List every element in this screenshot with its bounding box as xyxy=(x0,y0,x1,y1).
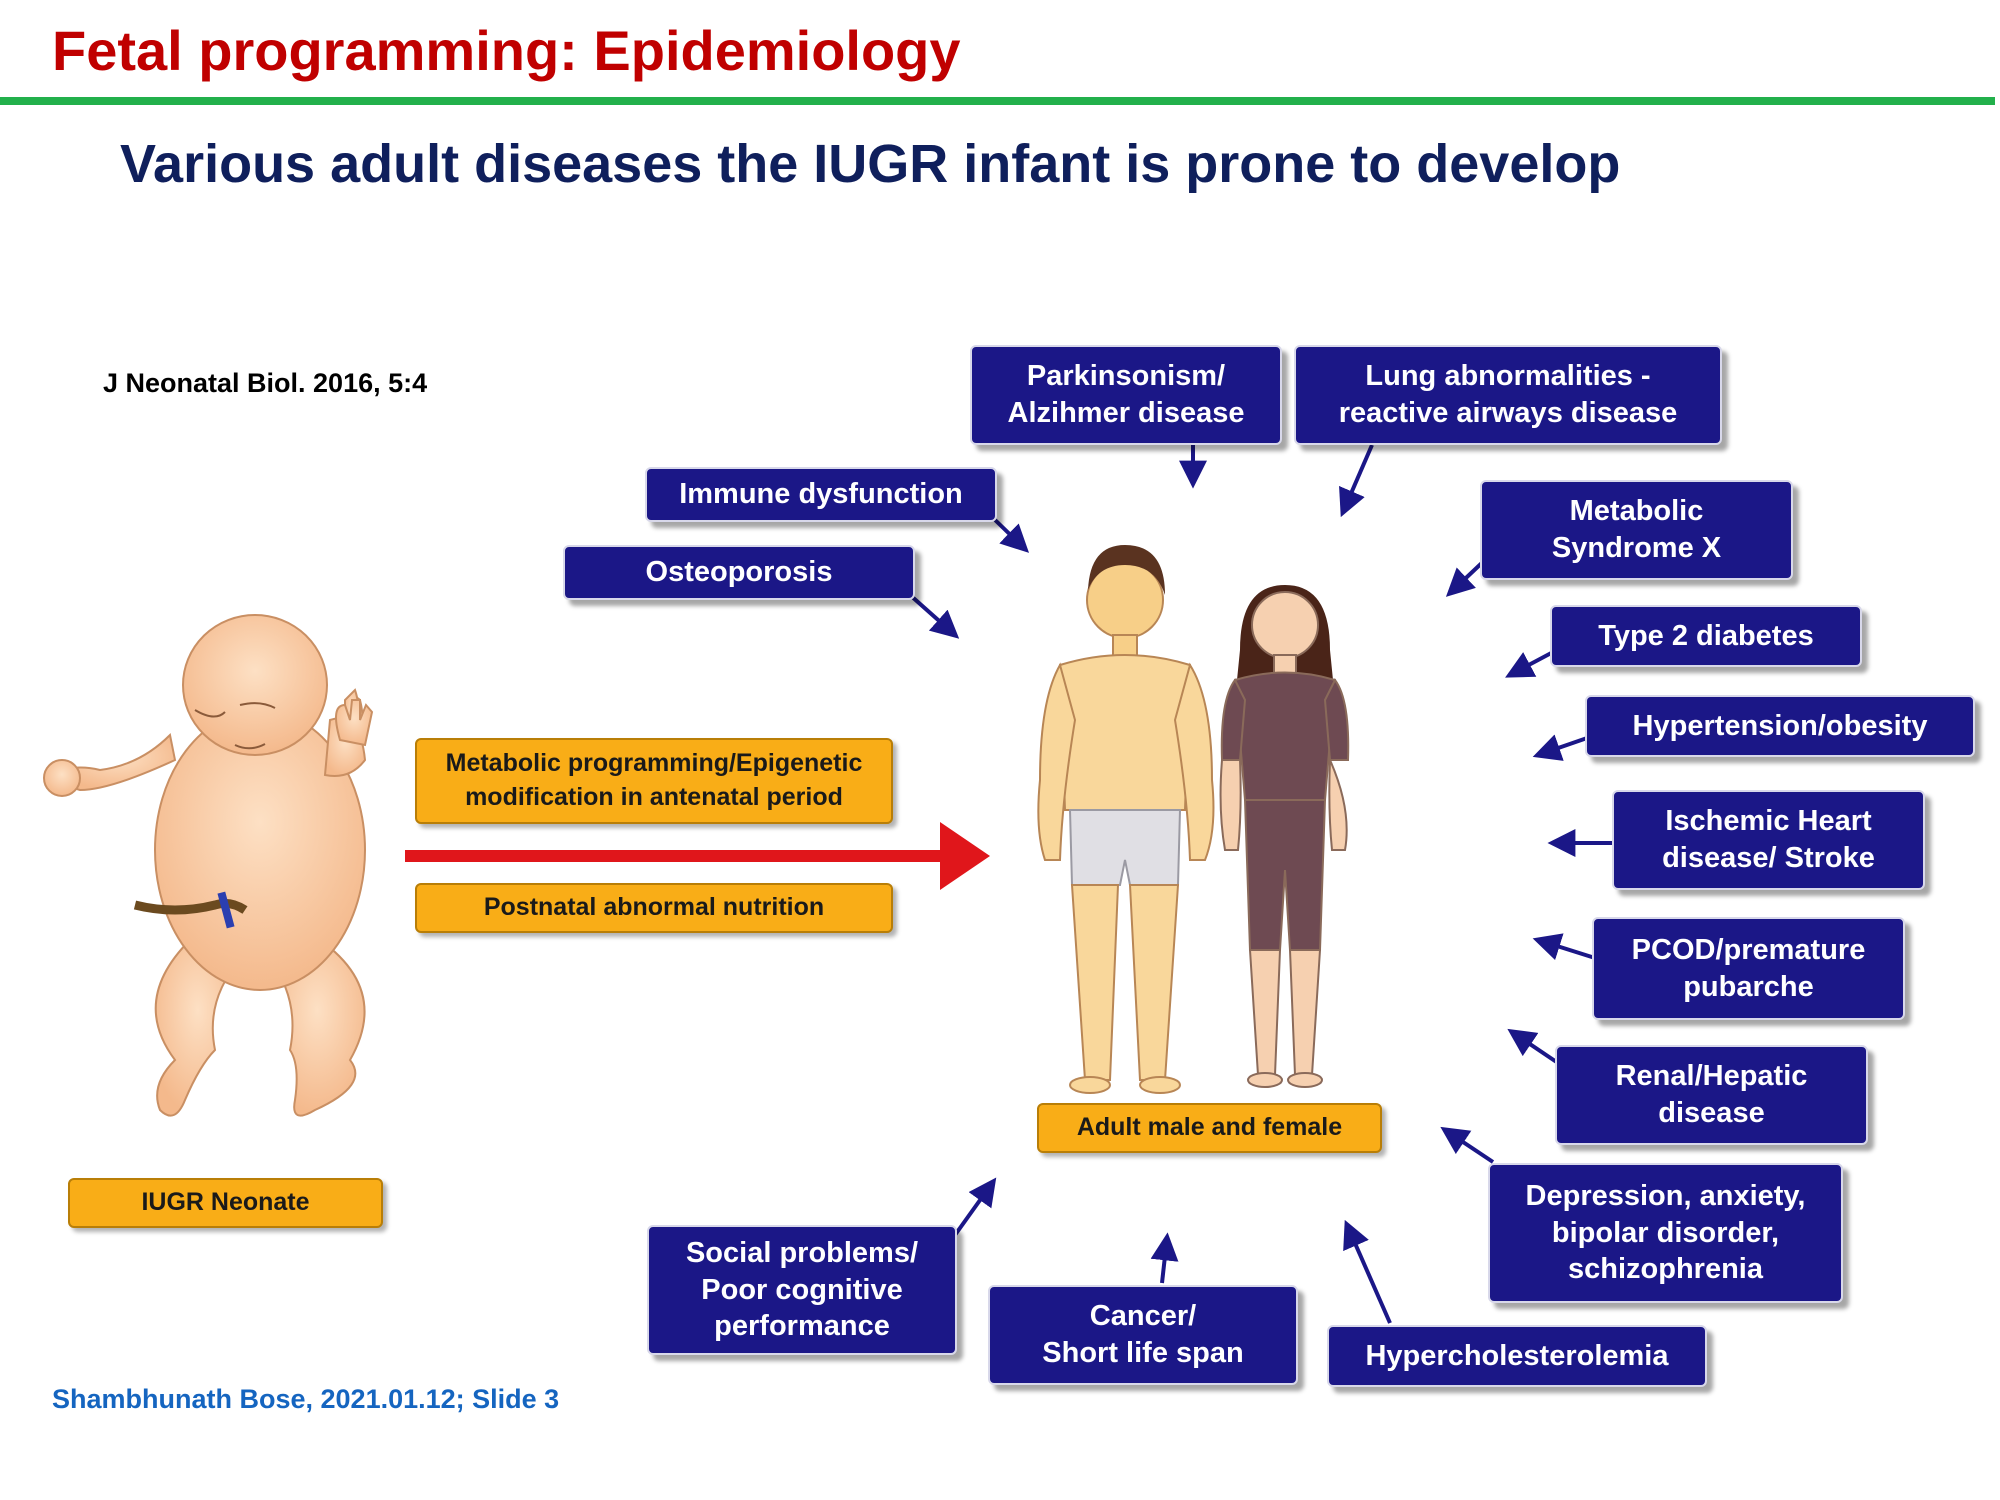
disease-osteoporosis: Osteoporosis xyxy=(563,545,915,600)
citation: J Neonatal Biol. 2016, 5:4 xyxy=(103,368,428,398)
disease-parkinsonism: Parkinsonism/ Alzihmer disease xyxy=(970,345,1282,445)
adult-male-figure xyxy=(1037,545,1215,1094)
disease-social: Social problems/ Poor cognitive performa… xyxy=(647,1225,957,1355)
title-divider xyxy=(0,97,1995,105)
disease-metabolic: Metabolic Syndrome X xyxy=(1480,480,1793,580)
arrow-depression xyxy=(1440,1126,1495,1164)
neonate-label: IUGR Neonate xyxy=(68,1178,383,1228)
disease-renal: Renal/Hepatic disease xyxy=(1555,1045,1868,1145)
adult-female-figure xyxy=(1219,585,1350,1088)
arrow-immune xyxy=(990,515,1030,553)
arrow-cancer xyxy=(1150,1232,1179,1284)
disease-immune: Immune dysfunction xyxy=(645,467,997,522)
arrow-social xyxy=(953,1177,997,1237)
disease-arrows xyxy=(908,444,1615,1324)
arrow-hypercholesterolemia xyxy=(1343,1219,1392,1324)
arrow-osteoporosis xyxy=(908,593,960,639)
arrow-lung xyxy=(1339,444,1374,518)
slide-title: Fetal programming: Epidemiology xyxy=(52,19,961,82)
disease-lung: Lung abnormalities - reactive airways di… xyxy=(1294,345,1722,445)
disease-diabetes: Type 2 diabetes xyxy=(1550,605,1862,667)
arrow-metabolic xyxy=(1445,558,1487,597)
arrow-renal xyxy=(1507,1028,1560,1065)
disease-hypercholesterolemia: Hypercholesterolemia xyxy=(1327,1325,1707,1387)
disease-depression: Depression, anxiety, bipolar disorder, s… xyxy=(1488,1163,1843,1303)
arrow-hypertension xyxy=(1532,734,1591,761)
slide-footer: Shambhunath Bose, 2021.01.12; Slide 3 xyxy=(52,1384,560,1414)
disease-hypertension: Hypertension/obesity xyxy=(1585,695,1975,757)
nutrition-label: Postnatal abnormal nutrition xyxy=(415,883,893,933)
slide-subtitle: Various adult diseases the IUGR infant i… xyxy=(120,134,1621,194)
iugr-neonate-illustration xyxy=(43,614,374,1117)
disease-cancer: Cancer/ Short life span xyxy=(988,1285,1298,1385)
arrow-pcod xyxy=(1532,933,1596,961)
disease-ischemic: Ischemic Heart disease/ Stroke xyxy=(1612,790,1925,890)
progression-arrow xyxy=(405,822,990,890)
adult-label: Adult male and female xyxy=(1037,1103,1382,1153)
programming-label: Metabolic programming/Epigenetic modific… xyxy=(415,738,893,824)
disease-pcod: PCOD/premature pubarche xyxy=(1592,917,1905,1020)
arrow-diabetes xyxy=(1505,649,1556,678)
